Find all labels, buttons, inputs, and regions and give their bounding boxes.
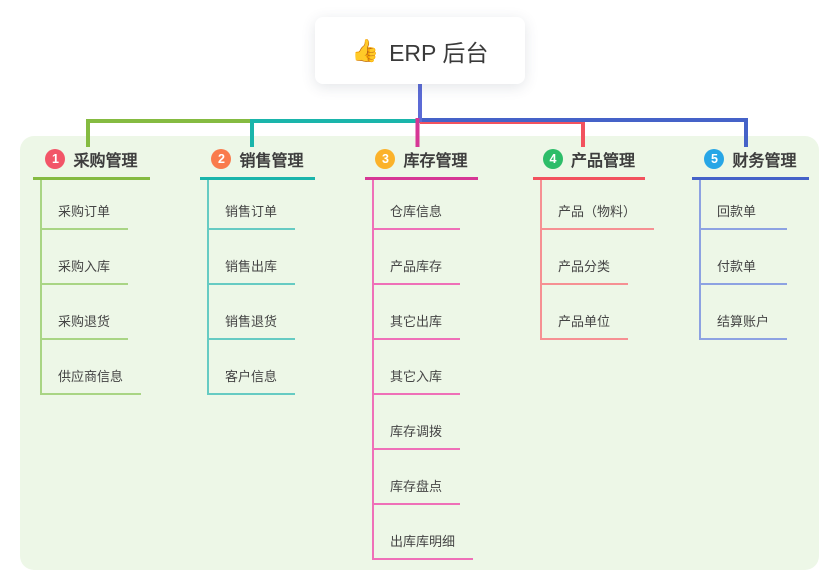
child-node-销售出库[interactable]: 销售出库 [207, 253, 296, 285]
branch-spine-line [40, 180, 42, 395]
branch-spine-line [207, 180, 209, 395]
branch-number-badge: 2 [211, 149, 232, 169]
child-node-其它入库[interactable]: 其它入库 [372, 363, 461, 395]
branch-title: 产品管理 [570, 153, 635, 170]
child-node-库存调拨[interactable]: 库存调拨 [372, 418, 461, 450]
thumbs-up-icon: 👍 [351, 37, 380, 63]
child-node-采购入库[interactable]: 采购入库 [40, 253, 129, 285]
branches-panel [20, 136, 819, 570]
branch-header-财务管理[interactable]: 5 财务管理 [692, 146, 809, 180]
branch-title: 财务管理 [732, 153, 797, 170]
child-node-产品单位[interactable]: 产品单位 [540, 308, 629, 340]
branch-title: 销售管理 [239, 153, 304, 170]
child-node-出库库明细[interactable]: 出库库明细 [372, 528, 474, 560]
child-node-产品（物料）[interactable]: 产品（物料） [540, 198, 655, 230]
branch-number-badge: 1 [45, 149, 66, 169]
branch-header-库存管理[interactable]: 3 库存管理 [365, 146, 478, 180]
child-node-结算账户[interactable]: 结算账户 [699, 308, 788, 340]
root-node-label: ERP 后台 [389, 39, 489, 66]
branch-title: 采购管理 [73, 153, 138, 170]
branch-header-采购管理[interactable]: 1 采购管理 [33, 146, 150, 180]
branch-spine-line [699, 180, 701, 340]
branch-title: 库存管理 [403, 153, 468, 170]
child-node-产品分类[interactable]: 产品分类 [540, 253, 629, 285]
child-node-采购退货[interactable]: 采购退货 [40, 308, 129, 340]
branch-number-badge: 5 [704, 149, 725, 169]
branch-number-badge: 3 [375, 149, 396, 169]
branch-spine-line [372, 180, 374, 560]
root-node[interactable]: 👍 ERP 后台 [315, 17, 525, 84]
child-node-产品库存[interactable]: 产品库存 [372, 253, 461, 285]
child-node-客户信息[interactable]: 客户信息 [207, 363, 296, 395]
branch-header-销售管理[interactable]: 2 销售管理 [200, 146, 315, 180]
branch-number-badge: 4 [542, 149, 563, 169]
child-node-付款单[interactable]: 付款单 [699, 253, 787, 285]
child-node-销售退货[interactable]: 销售退货 [207, 308, 296, 340]
child-node-采购订单[interactable]: 采购订单 [40, 198, 129, 230]
child-node-库存盘点[interactable]: 库存盘点 [372, 473, 461, 505]
child-node-仓库信息[interactable]: 仓库信息 [372, 198, 461, 230]
branch-spine-line [540, 180, 542, 340]
child-node-其它出库[interactable]: 其它出库 [372, 308, 461, 340]
branch-header-产品管理[interactable]: 4 产品管理 [533, 146, 645, 180]
child-node-回款单[interactable]: 回款单 [699, 198, 787, 230]
child-node-销售订单[interactable]: 销售订单 [207, 198, 296, 230]
child-node-供应商信息[interactable]: 供应商信息 [40, 363, 142, 395]
